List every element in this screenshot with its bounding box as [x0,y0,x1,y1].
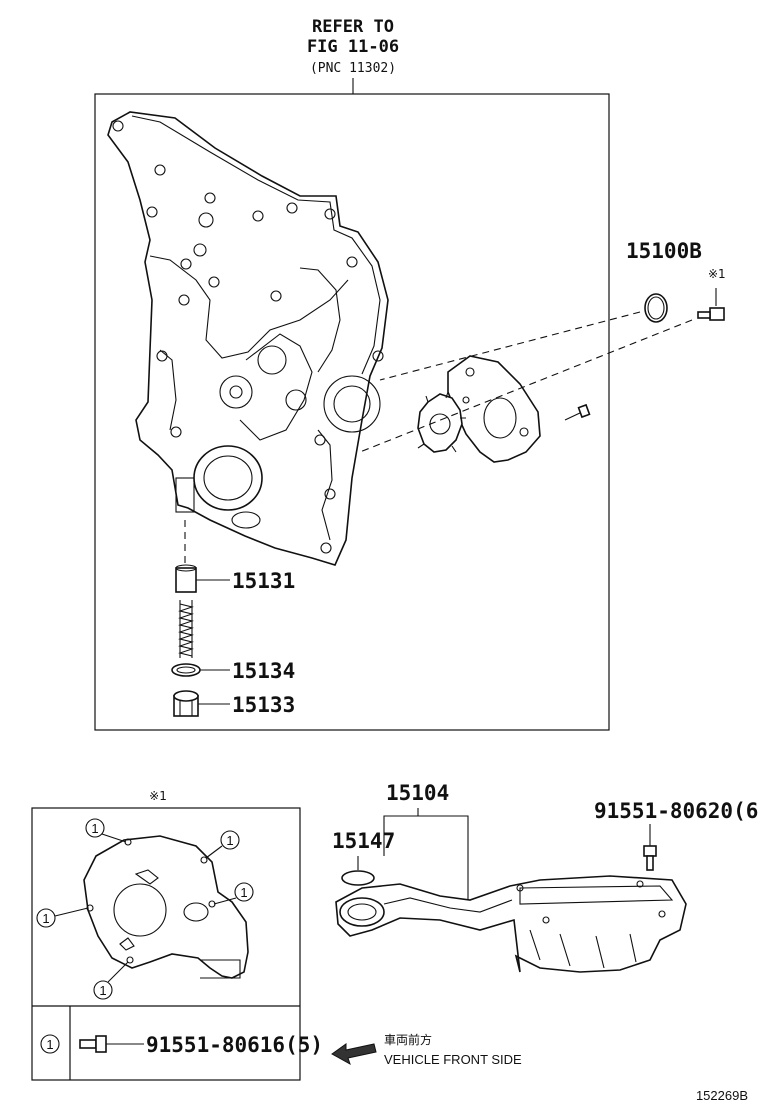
refer-line-2: FIG 11-06 [307,37,399,57]
inset-callout-1a-text: 1 [91,821,98,836]
oil-pump-screw[interactable] [564,403,591,421]
vehicle-front-en-label: VEHICLE FRONT SIDE [384,1052,522,1067]
part-label-15133[interactable]: 15133 [232,693,295,717]
inset-pump-plate[interactable] [83,835,249,979]
timing-chain-cover[interactable] [107,111,389,566]
figure-number: 152269B [696,1088,748,1103]
part-label-15100b[interactable]: 15100B [626,239,702,263]
oil-pump-plate[interactable] [447,355,541,463]
inset-callout-1b-text: 1 [226,833,233,848]
part-label-15131[interactable]: 15131 [232,569,295,593]
inset-frame [31,807,301,1081]
part-label-15134[interactable]: 15134 [232,659,295,683]
gasket-15134[interactable] [171,663,201,677]
refer-line-1: REFER TO [312,17,394,37]
mark-x1-label: ※1 [708,267,726,281]
refer-line-3: (PNC 11302) [310,61,396,76]
legend-bolt-icon [79,1035,144,1053]
leader-15104 [383,808,469,900]
oil-pump-rotor[interactable] [417,391,466,453]
refer-to-label[interactable]: REFER TO FIG 11-06 (PNC 11302) [307,17,399,76]
inset-title: ※1 [149,789,167,803]
part-label-15147[interactable]: 15147 [332,829,395,853]
bolt-91551-80620[interactable] [643,845,657,871]
plug-15133[interactable] [173,690,199,717]
vehicle-front-jp-label: 車両前方 [384,1032,432,1047]
vehicle-front-arrow-icon [331,1043,377,1066]
gasket-15147[interactable] [341,870,375,886]
relief-valve-15131[interactable] [175,564,197,593]
inset-legend-callout[interactable]: 1 [40,1034,60,1054]
inset-callout-1d[interactable]: 1 [36,907,89,928]
relief-valve-spring[interactable] [178,600,194,658]
inset-callout-1c-text: 1 [240,885,247,900]
inset-callout-1d-text: 1 [42,911,49,926]
part-label-91551-80620[interactable]: 91551-80620(6) [594,799,760,823]
main-assembly-frame [94,93,610,731]
part-label-15104[interactable]: 15104 [386,781,449,805]
alignment-line-upper [379,311,641,381]
inset-callout-1e[interactable]: 1 [93,961,129,1000]
inset-callout-1e-text: 1 [99,983,106,998]
inset-callout-1a[interactable]: 1 [85,818,127,843]
oil-strainer-15104[interactable] [335,875,687,973]
inset-callout-1b[interactable]: 1 [205,830,240,859]
inset-legend-callout-text: 1 [46,1037,53,1052]
inset-callout-1c[interactable]: 1 [213,882,254,905]
legend-part-label[interactable]: 91551-80616(5) [146,1033,323,1057]
o-ring-15100b[interactable] [644,293,668,323]
bolt-x1[interactable] [697,288,725,321]
